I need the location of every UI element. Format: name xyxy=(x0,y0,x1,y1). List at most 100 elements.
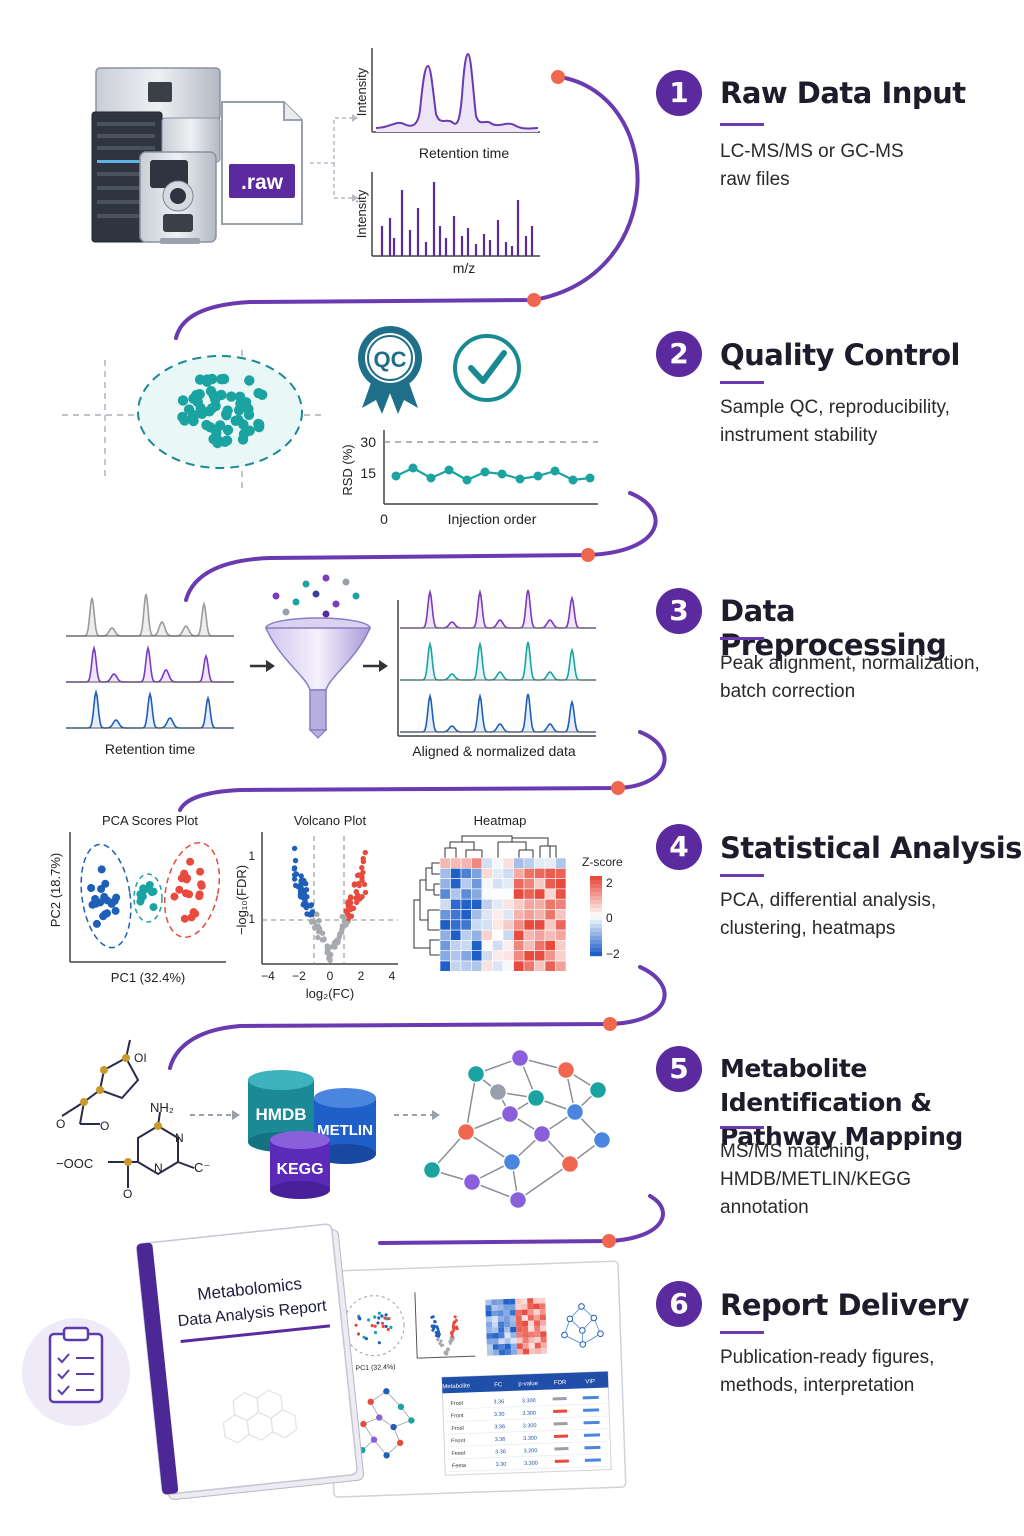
step-title: Raw Data Input xyxy=(720,76,966,110)
qc-sample-dot xyxy=(205,386,217,397)
mini-heatmap-cell xyxy=(497,1304,504,1311)
qc-sample-dot xyxy=(177,395,189,406)
zscore-swatch xyxy=(590,896,602,901)
mini-volcano-point xyxy=(450,1331,454,1335)
heatmap-cell xyxy=(555,867,567,879)
step-divider xyxy=(720,874,764,877)
mini-volcano-point xyxy=(436,1327,440,1331)
mini-heatmap-cell xyxy=(491,1304,498,1311)
mini-heatmap-cell xyxy=(539,1314,546,1321)
mini-table-bar xyxy=(584,1458,601,1462)
heatmap-cell xyxy=(502,867,514,879)
mini-pca-point xyxy=(357,1316,361,1320)
heatmap-cell xyxy=(492,940,504,952)
rsd-point xyxy=(462,475,472,485)
volcano-point xyxy=(292,882,299,889)
mini-volcano-point xyxy=(433,1320,437,1324)
volcano-ytick: 1 xyxy=(248,849,255,863)
rsd-point xyxy=(568,475,578,485)
mini-table-cell: Feeta xyxy=(452,1463,467,1470)
volcano-point xyxy=(314,911,320,917)
db-hmdb-label: HMDB xyxy=(256,1105,307,1124)
mini-heatmap-cell xyxy=(516,1326,523,1333)
pca-point xyxy=(97,865,106,874)
mini-heatmap-cell xyxy=(527,1303,534,1310)
heatmap-cell xyxy=(492,857,504,869)
network-node xyxy=(488,1082,508,1102)
mini-heatmap-cell xyxy=(486,1349,494,1356)
mini-table-cell: 3.36 xyxy=(493,1399,504,1405)
atom-label: O xyxy=(56,1117,65,1131)
mini-heatmap-cell xyxy=(528,1326,535,1332)
heatmap-cell xyxy=(492,909,504,921)
heatmap: Heatmap Z-score 2 0 −2 xyxy=(413,813,623,972)
mini-pca-point xyxy=(354,1323,358,1327)
rsd-point xyxy=(444,465,454,475)
volcano-point xyxy=(300,893,306,899)
heatmap-cell xyxy=(471,867,483,879)
mini-heatmap-cell xyxy=(491,1321,499,1328)
heatmap-cell xyxy=(523,878,535,890)
pca-point xyxy=(175,885,184,894)
qc-sample-dot xyxy=(244,425,255,436)
mini-heatmap-cell xyxy=(539,1297,546,1304)
mini-volcano-point xyxy=(434,1331,438,1335)
volcano-point xyxy=(307,903,314,909)
mini-heatmap-cell xyxy=(516,1332,523,1338)
heatmap-cell xyxy=(439,909,451,921)
heatmap-cell xyxy=(534,919,546,931)
mini-pca-point xyxy=(384,1324,388,1329)
mini-table-cell: 3.36 xyxy=(494,1424,505,1430)
mini-heatmap-cell xyxy=(510,1343,517,1350)
atom-label: OI xyxy=(134,1051,147,1065)
mini-table-rule xyxy=(447,1465,610,1473)
heatmap-cell xyxy=(523,888,535,900)
mini-heatmap-cell xyxy=(515,1320,523,1327)
pca-point xyxy=(187,913,196,922)
heatmap-cell xyxy=(544,950,556,962)
heatmap-cell xyxy=(502,960,514,972)
mini-heatmap-cell xyxy=(498,1327,505,1333)
volcano-point xyxy=(317,928,323,934)
mini-table-cell: Front xyxy=(451,1413,465,1419)
volcano-point xyxy=(291,872,298,878)
mini-volcano-point xyxy=(448,1339,452,1343)
heatmap-cell xyxy=(523,919,535,931)
molecule-atoms: OI O O NH₂ N N C⁻ −OOC O xyxy=(56,1051,210,1201)
qc-sample-dot xyxy=(206,403,218,414)
mini-network-node xyxy=(383,1452,390,1459)
funnel-particle xyxy=(272,592,280,600)
heatmap-cell xyxy=(481,940,493,952)
raw-trace xyxy=(66,688,234,729)
dashed-arrow xyxy=(394,1110,440,1120)
zscore-label: Z-score xyxy=(582,855,623,869)
mini-pca-point xyxy=(380,1321,385,1325)
mini-heatmap-cell xyxy=(515,1315,522,1322)
mini-table-cell: 3.300 xyxy=(523,1436,537,1442)
mini-heatmap-cell xyxy=(498,1349,506,1356)
zscore-swatch xyxy=(590,920,602,925)
zscore-swatch xyxy=(590,948,602,953)
mini-pca-point xyxy=(383,1316,387,1320)
heatmap-cell xyxy=(523,929,535,941)
heatmap-cell xyxy=(460,929,472,941)
rsd-xlabel: Injection order xyxy=(448,511,537,527)
rsd-point xyxy=(391,471,401,481)
mini-heatmap-cell xyxy=(486,1338,493,1345)
volcano-xtick: −2 xyxy=(292,969,306,983)
network-node xyxy=(560,1154,580,1174)
mini-network-node xyxy=(396,1439,404,1447)
mini-table-header: p-value xyxy=(518,1381,539,1388)
mini-table-cell: Frost xyxy=(451,1426,464,1432)
volcano-point xyxy=(331,941,338,947)
heatmap-cell xyxy=(513,888,525,900)
step-description: MS/MS matching, HMDB/METLIN/KEGG annotat… xyxy=(720,1141,912,1218)
step-title: Report Delivery xyxy=(720,1288,969,1322)
heatmap-cell xyxy=(534,950,546,962)
volcano-point xyxy=(356,872,362,878)
mini-heatmap-cell xyxy=(534,1348,542,1355)
qc-rosette-icon: QC xyxy=(358,326,422,414)
volcano-point xyxy=(301,878,307,884)
step-title: Metabolite Identification & Pathway Mapp… xyxy=(720,1054,963,1151)
mini-table-bar xyxy=(553,1434,569,1438)
